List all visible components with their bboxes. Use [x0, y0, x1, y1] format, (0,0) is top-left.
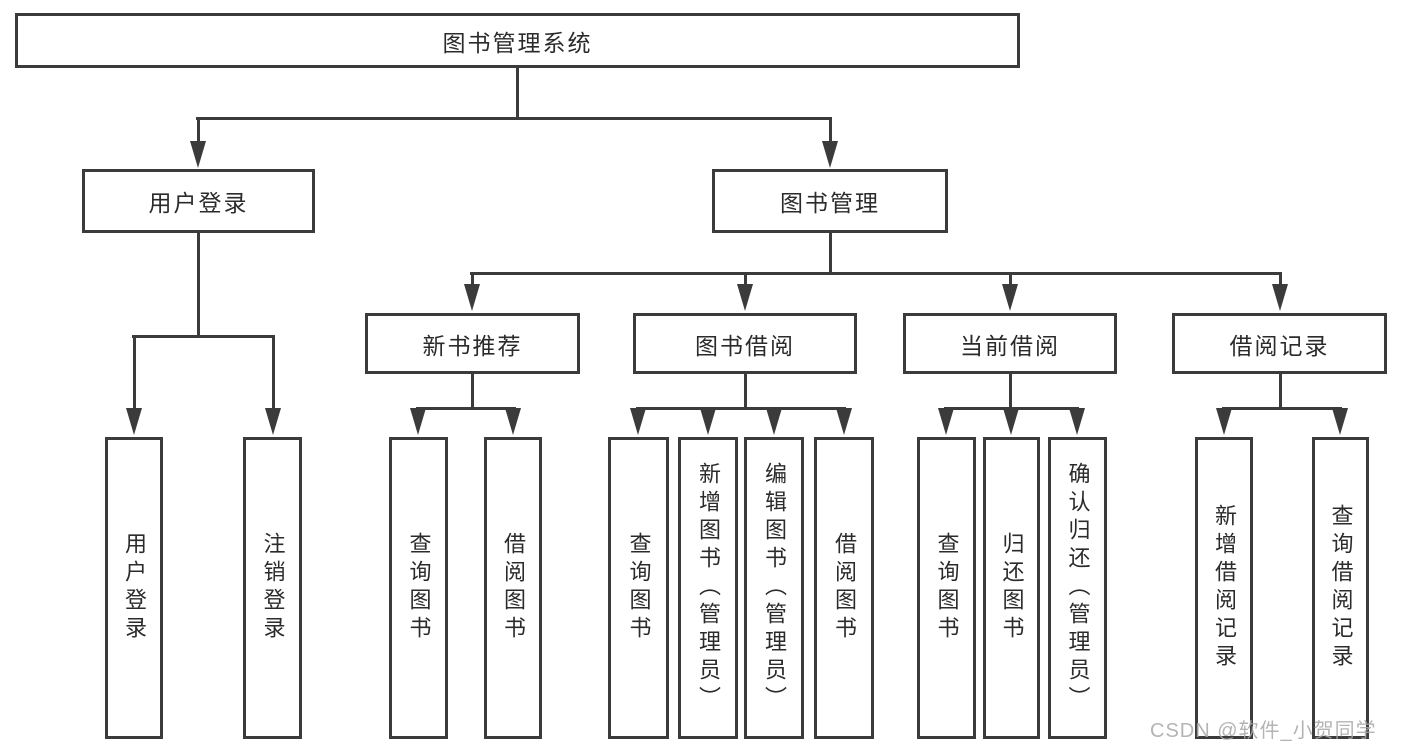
arrowhead-icon	[1069, 408, 1085, 435]
node-leaf-user-login: 用户登录	[105, 437, 163, 739]
arrowhead-icon	[1332, 408, 1348, 435]
node-leaf-logout: 注销登录	[243, 437, 302, 739]
connector-line	[1009, 374, 1012, 409]
node-book-borrowing: 图书借阅	[633, 313, 857, 374]
arrowhead-icon	[126, 408, 142, 435]
arrowhead-icon	[630, 408, 646, 435]
connector-line	[416, 407, 516, 410]
arrowhead-icon	[1272, 284, 1288, 311]
arrowhead-icon	[766, 408, 782, 435]
connector-line	[197, 117, 200, 144]
node-leaf-add-borrow-record: 新增借阅记录	[1195, 437, 1253, 739]
node-library-management-system: 图书管理系统	[15, 13, 1020, 68]
arrowhead-icon	[464, 284, 480, 311]
arrowhead-icon	[190, 141, 206, 168]
connector-line	[829, 117, 832, 144]
node-leaf-confirm-return-admin: 确认归还（管理员）	[1048, 437, 1107, 739]
arrowhead-icon	[836, 408, 852, 435]
arrowhead-icon	[737, 284, 753, 311]
arrowhead-icon	[505, 408, 521, 435]
connector-line	[470, 272, 1282, 275]
node-leaf-query-books-recommend: 查询图书	[389, 437, 448, 739]
node-leaf-borrow-books-recommend: 借阅图书	[484, 437, 542, 739]
node-borrowing-records: 借阅记录	[1172, 313, 1387, 374]
connector-line	[744, 272, 747, 286]
connector-line	[1009, 272, 1012, 286]
connector-line	[1279, 374, 1282, 409]
arrowhead-icon	[1003, 408, 1019, 435]
connector-line	[516, 68, 519, 118]
node-book-management: 图书管理	[712, 169, 948, 233]
node-leaf-add-book-admin: 新增图书（管理员）	[678, 437, 738, 739]
node-leaf-borrow-books-borrowing: 借阅图书	[814, 437, 874, 739]
node-new-book-recommendation: 新书推荐	[365, 313, 580, 374]
arrowhead-icon	[822, 141, 838, 168]
connector-line	[829, 233, 832, 274]
node-leaf-query-books-current: 查询图书	[917, 437, 976, 739]
node-leaf-edit-book-admin: 编辑图书（管理员）	[744, 437, 804, 739]
connector-line	[1279, 272, 1282, 286]
node-current-borrowing: 当前借阅	[903, 313, 1117, 374]
connector-line	[272, 335, 275, 410]
arrowhead-icon	[410, 408, 426, 435]
connector-line	[471, 272, 474, 286]
connector-line	[744, 374, 747, 409]
connector-line	[133, 335, 136, 410]
connector-line	[1222, 407, 1342, 410]
watermark: CSDN @软件_小贺同学	[1150, 720, 1377, 742]
connector-line	[197, 233, 200, 338]
arrowhead-icon	[1216, 408, 1232, 435]
connector-line	[132, 335, 275, 338]
connector-line	[196, 117, 832, 120]
arrowhead-icon	[1002, 284, 1018, 311]
node-leaf-query-books-borrowing: 查询图书	[608, 437, 669, 739]
node-leaf-query-borrow-record: 查询借阅记录	[1312, 437, 1369, 739]
node-leaf-return-book: 归还图书	[983, 437, 1040, 739]
connector-line	[471, 374, 474, 409]
arrowhead-icon	[938, 408, 954, 435]
node-user-login: 用户登录	[82, 169, 315, 233]
arrowhead-icon	[265, 408, 281, 435]
arrowhead-icon	[700, 408, 716, 435]
connector-line	[636, 407, 846, 410]
